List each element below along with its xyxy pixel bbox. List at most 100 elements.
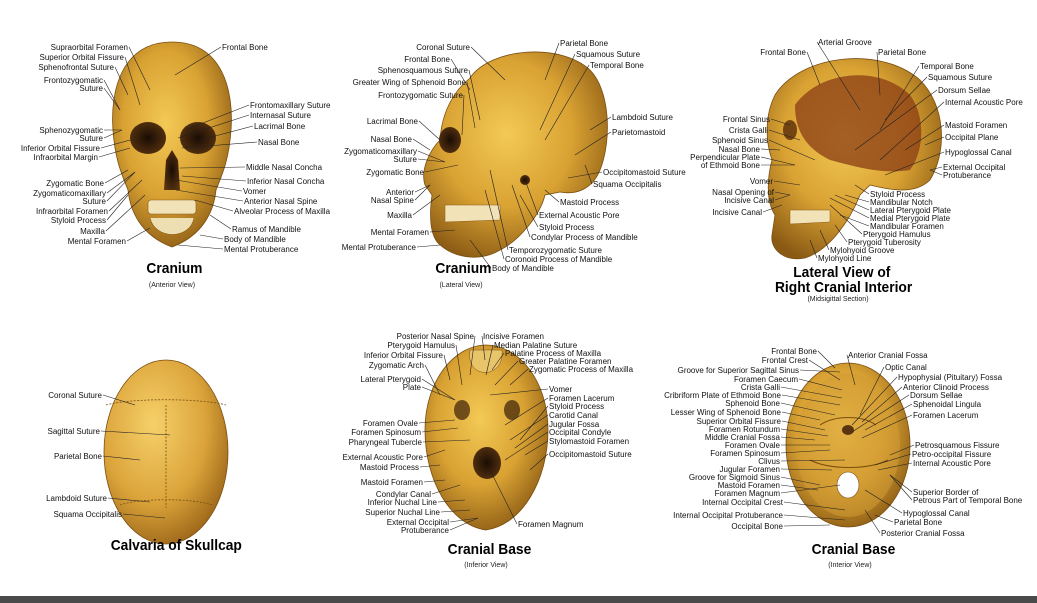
label-cranial-base-interior-23: Hypophysial (Pituitary) Fossa — [898, 373, 1003, 382]
label-cranial-base-interior-13: Clivus — [758, 457, 780, 466]
leader-line — [440, 509, 471, 513]
label-cranial-base-interior-25: Dorsum Sellae — [910, 391, 963, 400]
label-lateral-interior-17: of Ethmoid Bone — [700, 161, 760, 170]
leader-line — [884, 151, 945, 176]
leader-line — [421, 386, 456, 401]
label-cranium-anterior-24: Anterior Nasal Spine — [244, 197, 318, 206]
leader-line — [431, 484, 461, 495]
label-cranial-base-inferior-14: Superior Nuchal Line — [365, 508, 440, 517]
label-cranium-anterior-15: Mental Foramen — [67, 237, 126, 246]
label-cranium-lateral-14: Mental Protuberance — [341, 243, 416, 252]
label-cranium-anterior-12: Infraorbital Foramen — [35, 207, 108, 216]
leader-line — [876, 51, 881, 96]
label-cranial-base-inferior-7: Foramen Spinosum — [351, 428, 421, 437]
label-cranial-base-interior-8: Superior Orbital Fissure — [696, 417, 781, 426]
leader-line — [114, 66, 129, 96]
label-cranium-lateral-27: Coronoid Process of Mandible — [505, 255, 613, 264]
label-lateral-interior-10: External Occipital — [943, 163, 1006, 172]
label-cranium-lateral-11: Nasal Spine — [370, 196, 414, 205]
bottom-bar — [0, 596, 1037, 603]
label-lateral-interior-13: Crista Galli — [728, 126, 768, 135]
label-cranium-anterior-22: Inferior Nasal Concha — [247, 177, 325, 186]
leader-line — [504, 397, 549, 426]
leader-line — [461, 94, 465, 136]
label-cranium-anterior-10: Zygomaticomaxillary — [33, 189, 106, 198]
leader-line — [854, 184, 870, 195]
leader-line — [177, 244, 224, 250]
label-cranium-lateral-9: Zygomatic Bone — [366, 168, 424, 177]
leader-line — [889, 474, 913, 493]
label-cranial-base-interior-0: Frontal Bone — [771, 347, 817, 356]
label-cranium-anterior-23: Vomer — [243, 187, 267, 196]
label-cranium-anterior-2: Sphenofrontal Suture — [38, 63, 114, 72]
label-lateral-interior-19: Nasal Opening of — [712, 188, 774, 197]
label-cranial-base-inferior-1: Pterygoid Hamulus — [387, 341, 455, 350]
leader-line — [105, 194, 146, 232]
leader-line — [780, 386, 843, 399]
label-cranial-base-inferior-17: Incisive Foramen — [483, 332, 544, 341]
label-cranium-anterior-8: Infraorbital Margin — [33, 153, 98, 162]
leader-line — [108, 179, 143, 212]
leader-line — [177, 114, 250, 139]
leader-line — [181, 141, 258, 149]
leader-line — [544, 189, 560, 203]
leader-line — [174, 46, 222, 76]
leader-line — [107, 497, 151, 503]
label-cranium-anterior-26: Ramus of Mandible — [232, 225, 301, 234]
leader-line — [889, 444, 915, 456]
leader-line — [199, 125, 254, 141]
leader-line — [829, 197, 870, 219]
label-cranial-base-inferior-2: Inferior Orbital Fissure — [363, 351, 443, 360]
leader-line — [567, 171, 603, 179]
label-cranial-base-interior-5: Cribriform Plate of Ethmoid Bone — [664, 391, 781, 400]
label-cranium-anterior-14: Maxilla — [80, 227, 105, 236]
label-lateral-interior-6: Internal Acoustic Pore — [945, 98, 1023, 107]
leader-line — [809, 239, 818, 259]
label-cranium-lateral-10: Anterior — [385, 188, 414, 197]
label-cranium-anterior-7: Inferior Orbital Fissure — [20, 144, 100, 153]
label-cranium-lateral-16: Squamous Suture — [576, 50, 641, 59]
leader-line — [864, 509, 881, 534]
leader-line — [839, 214, 870, 227]
leader-line — [519, 405, 549, 441]
label-lateral-interior-9: Hypoglossal Canal — [945, 148, 1012, 157]
leader-line — [126, 227, 151, 242]
label-cranium-lateral-20: Occipitomastoid Suture — [603, 168, 686, 177]
label-cranium-lateral-2: Sphenosquamous Suture — [377, 66, 468, 75]
label-cranial-base-interior-14: Jugular Foramen — [719, 465, 780, 474]
leader-line — [768, 139, 816, 161]
label-cranium-lateral-28: Body of Mandible — [492, 264, 554, 273]
leader-line — [889, 474, 913, 501]
label-cranial-base-interior-32: Petrous Part of Temporal Bone — [913, 496, 1023, 505]
title-calvaria: Calvaria of Skullcap — [111, 537, 243, 554]
label-cranial-base-interior-34: Parietal Bone — [894, 518, 943, 527]
label-cranium-anterior-13: Styloid Process — [50, 216, 106, 225]
label-cranial-base-interior-17: Foramen Magnum — [714, 489, 780, 498]
leader-line — [799, 369, 841, 373]
label-cranial-base-inferior-3: Zygomatic Arch — [368, 361, 424, 370]
leader-line — [524, 179, 539, 216]
label-lateral-interior-29: Mylohyoid Groove — [830, 246, 895, 255]
leader-line — [418, 419, 456, 424]
leader-line — [584, 164, 593, 185]
leader-line — [798, 378, 843, 391]
label-cranial-base-inferior-19: Palatine Process of Maxilla — [505, 349, 602, 358]
leader-line — [544, 64, 590, 141]
leader-line — [819, 229, 830, 251]
label-cranial-base-inferior-18: Median Palatine Suture — [494, 341, 578, 350]
label-lateral-interior-21: Incisive Canal — [712, 208, 762, 217]
leader-line — [417, 150, 446, 163]
label-lateral-interior-18: Vomer — [749, 177, 773, 186]
leader-line — [443, 354, 451, 381]
label-cranium-lateral-21: Squama Occipitalis — [593, 180, 662, 189]
leader-line — [511, 184, 531, 238]
label-lateral-interior-24: Lateral Pterygoid Plate — [870, 206, 951, 215]
label-cranium-anterior-25: Alveolar Process of Maxilla — [234, 207, 331, 216]
leader-line — [859, 366, 885, 416]
label-lateral-interior-3: Temporal Bone — [920, 62, 974, 71]
label-lateral-interior-11: Protuberance — [943, 171, 992, 180]
leader-line — [468, 69, 481, 121]
leader-line — [780, 436, 816, 441]
label-cranial-base-inferior-30: Foramen Magnum — [518, 520, 584, 529]
label-cranial-base-interior-33: Hypoglossal Canal — [903, 509, 970, 518]
